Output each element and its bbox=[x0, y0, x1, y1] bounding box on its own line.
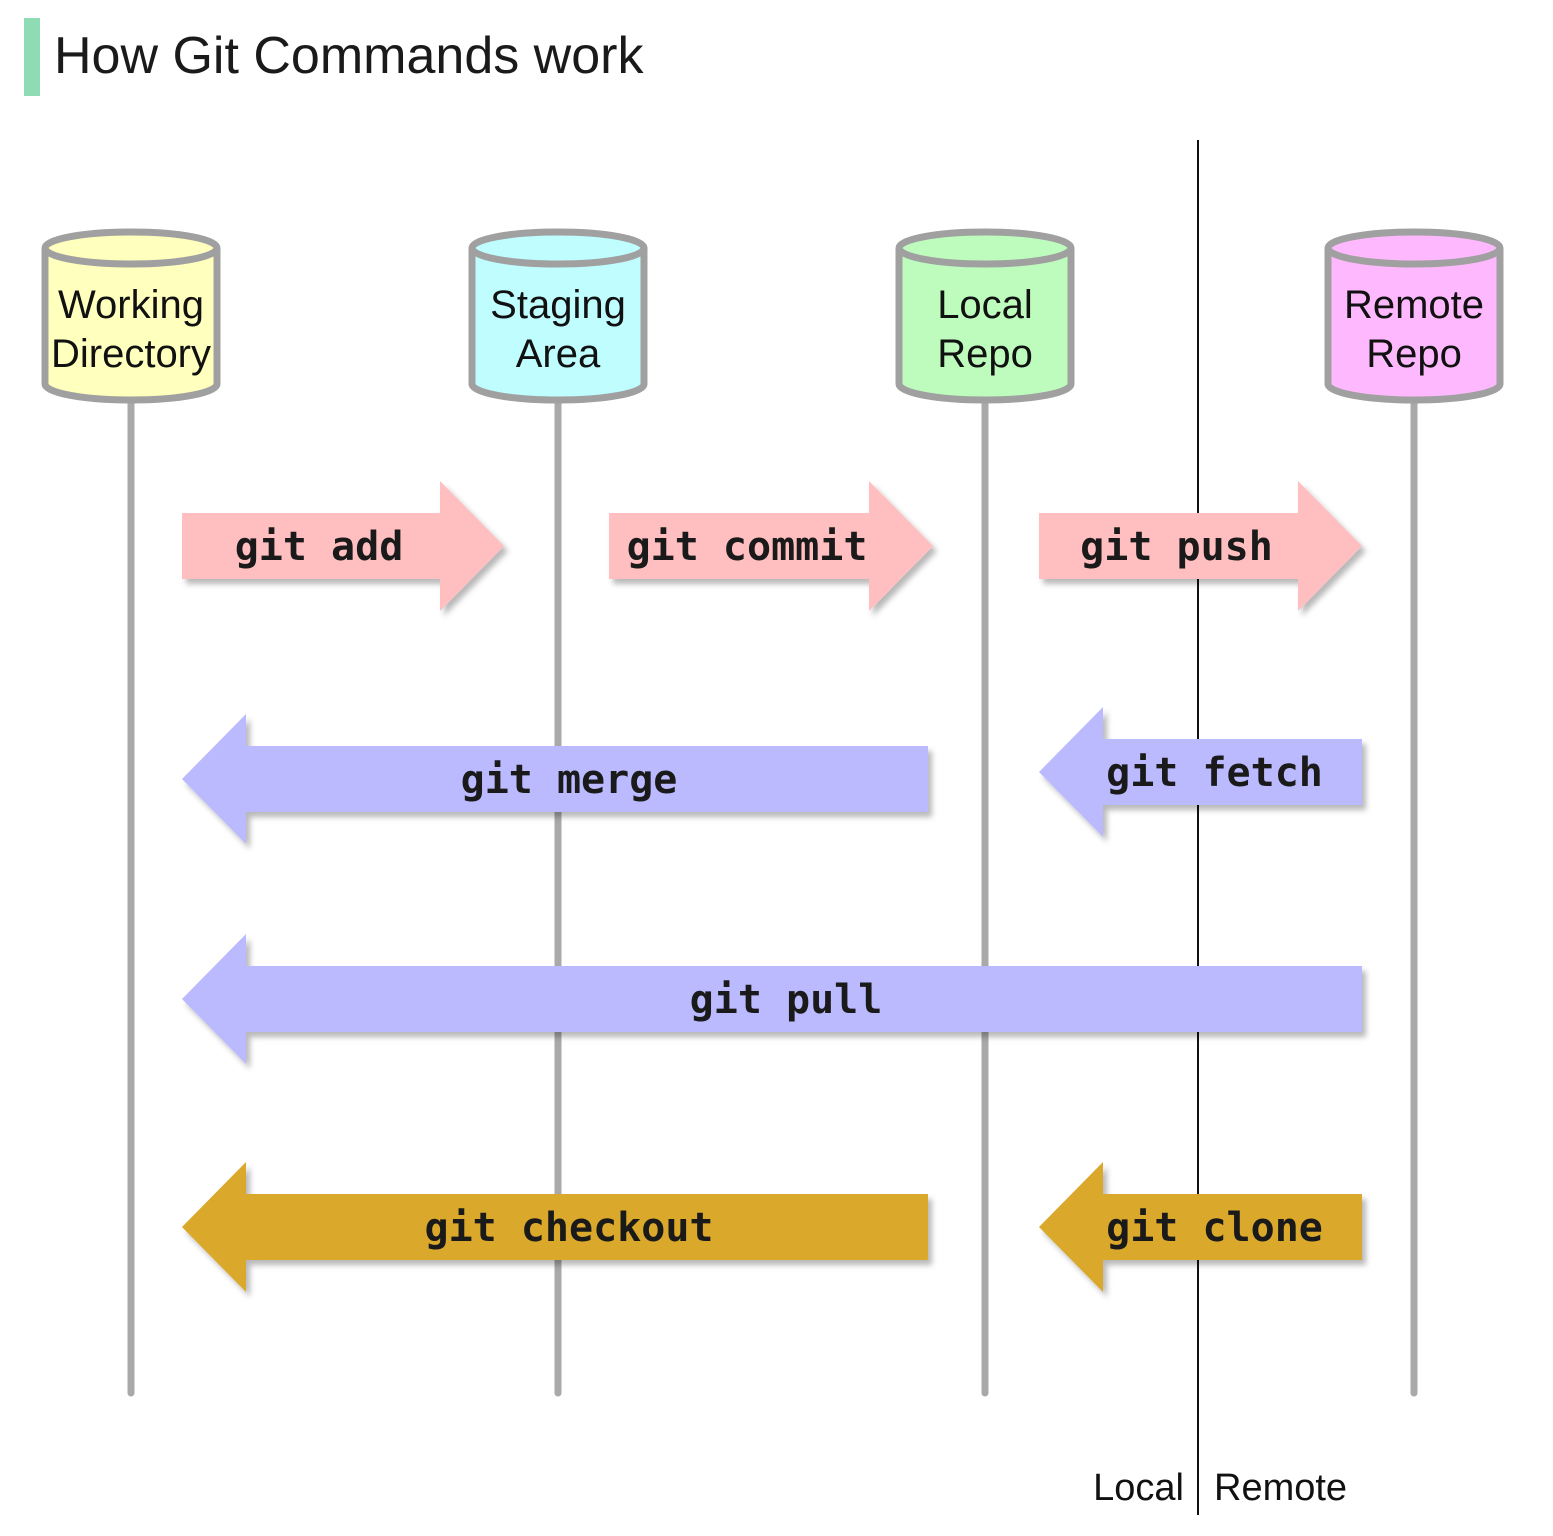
command-arrow-shape bbox=[182, 1162, 928, 1292]
command-git-commit: git commit bbox=[609, 481, 933, 611]
command-label: git pull bbox=[690, 977, 883, 1023]
local-side-label: Local bbox=[1093, 1467, 1184, 1509]
store-body-local bbox=[895, 248, 1075, 404]
command-label: git clone bbox=[1106, 1205, 1323, 1251]
title-accent-bar bbox=[24, 18, 40, 96]
command-label: git checkout bbox=[425, 1205, 714, 1251]
command-label: git add bbox=[235, 524, 404, 570]
command-arrow-shape bbox=[182, 934, 1362, 1064]
diagram-title: How Git Commands work bbox=[54, 27, 644, 85]
store-body-remote bbox=[1324, 248, 1504, 404]
store-label-line: Area bbox=[516, 332, 601, 376]
command-arrow-shape bbox=[1039, 1162, 1362, 1292]
command-git-merge: git merge bbox=[182, 714, 928, 844]
command-label: git commit bbox=[627, 524, 868, 570]
command-arrow-shape bbox=[609, 481, 933, 611]
command-label: git merge bbox=[461, 757, 678, 803]
command-git-checkout: git checkout bbox=[182, 1162, 928, 1292]
store-label-line: Working bbox=[58, 283, 204, 327]
store-top-remote bbox=[1324, 228, 1504, 268]
command-git-clone: git clone bbox=[1039, 1162, 1362, 1292]
command-git-pull: git pull bbox=[182, 934, 1362, 1064]
store-label-line: Remote bbox=[1344, 283, 1484, 327]
command-arrows-layer: git add git commit git push git merge git fe… bbox=[182, 481, 1362, 1292]
command-label: git fetch bbox=[1106, 750, 1323, 796]
store-top-working bbox=[41, 228, 221, 268]
store-top-local bbox=[895, 228, 1075, 268]
store-label-line: Staging bbox=[490, 283, 626, 327]
store-label-line: Repo bbox=[1366, 332, 1462, 376]
remote-side-label: Remote bbox=[1214, 1467, 1347, 1509]
command-arrow-shape bbox=[1039, 481, 1362, 611]
command-label: git push bbox=[1080, 524, 1273, 570]
command-git-push: git push bbox=[1039, 481, 1362, 611]
command-git-fetch: git fetch bbox=[1039, 707, 1362, 837]
command-arrow-shape bbox=[182, 714, 928, 844]
store-label-line: Directory bbox=[51, 332, 211, 376]
command-arrow-shape bbox=[1039, 707, 1362, 837]
stores-layer: WorkingDirectoryStagingAreaLocalRepoRemo… bbox=[41, 228, 1504, 404]
boundary-labels-layer: Local Remote bbox=[1093, 1467, 1347, 1509]
command-git-add: git add bbox=[182, 481, 504, 611]
command-arrow-shape bbox=[182, 481, 504, 611]
store-body-working bbox=[41, 248, 221, 404]
store-body-staging bbox=[468, 248, 648, 404]
store-label-line: Local bbox=[937, 283, 1033, 327]
store-top-staging bbox=[468, 228, 648, 268]
store-label-line: Repo bbox=[937, 332, 1033, 376]
